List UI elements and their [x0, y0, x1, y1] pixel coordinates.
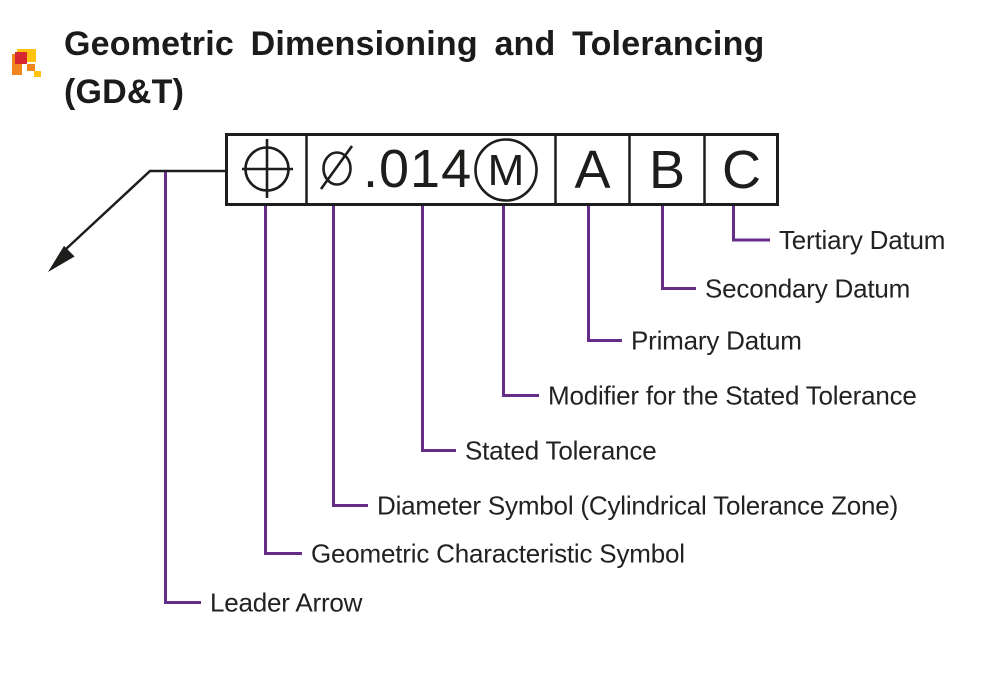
callout-labels: Tertiary Datum Secondary Datum Primary D… [210, 225, 945, 618]
modifier-letter: M [488, 146, 525, 195]
diameter-symbol-label: Diameter Symbol (Cylindrical Tolerance Z… [377, 491, 898, 521]
page-title-line1: Geometric Dimensioning and Tolerancing [64, 25, 765, 63]
leader-arrow-icon [48, 169, 226, 272]
frame-outline [225, 133, 779, 206]
leader-arrow-label: Leader Arrow [210, 588, 363, 618]
leader-arrowhead [48, 245, 75, 272]
modifier-label: Modifier for the Stated Tolerance [548, 381, 917, 411]
page-title: Geometric Dimensioning and Tolerancing (… [64, 20, 765, 116]
tertiary-datum-letter: C [722, 140, 761, 200]
logo-red-block [15, 52, 27, 64]
diameter-symbol-icon [319, 145, 354, 190]
tertiary-datum-callout-line [732, 206, 770, 242]
stated-tolerance-value: .014 [363, 139, 472, 199]
logo-orange-bar [12, 54, 22, 75]
modifier-callout-line [502, 206, 539, 397]
secondary-datum-callout-line [661, 206, 696, 290]
logo-orange-small-block [27, 64, 35, 71]
leader-arrow-callout-line [164, 172, 201, 604]
position-symbol-icon [242, 139, 293, 198]
primary-datum-callout-line [587, 206, 622, 342]
tertiary-datum-label: Tertiary Datum [779, 225, 945, 255]
brand-logo-icon [8, 46, 44, 80]
secondary-datum-label: Secondary Datum [705, 274, 910, 304]
page-title-line2: (GD&T) [64, 73, 185, 111]
primary-datum-letter: A [574, 140, 610, 200]
feature-control-frame: .014 M A B C [225, 133, 779, 206]
primary-datum-label: Primary Datum [631, 326, 802, 356]
stated-tolerance-callout-line [421, 206, 456, 452]
geometric-symbol-label: Geometric Characteristic Symbol [311, 539, 685, 569]
secondary-datum-letter: B [649, 140, 685, 200]
leader-arrow-shaft [65, 169, 226, 250]
logo-yellow-small-block [34, 71, 41, 77]
diameter-symbol-callout-line [332, 206, 368, 507]
geometric-symbol-callout-line [264, 206, 302, 555]
callout-lines [164, 172, 770, 604]
material-modifier-icon: M [474, 138, 538, 202]
stated-tolerance-label: Stated Tolerance [465, 436, 656, 466]
